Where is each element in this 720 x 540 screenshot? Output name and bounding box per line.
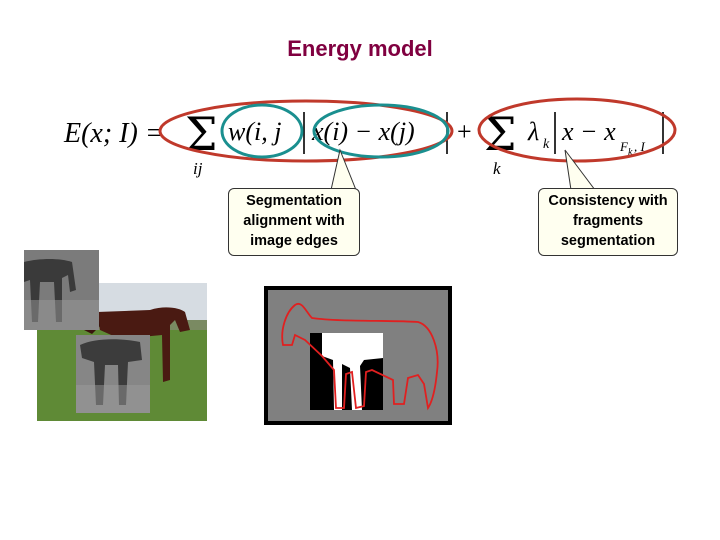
lambda-symbol: λ <box>527 117 539 146</box>
lambda-subscript: k <box>543 137 550 152</box>
fragment-subscript-tail: , I <box>634 139 646 154</box>
callout-fragment-consistency: Consistency with fragments segmentation <box>538 188 678 256</box>
fragment-term-ellipse <box>477 97 677 163</box>
callout-left-line-2: alignment with <box>243 213 345 229</box>
pair-difference: x(i) − x(j) <box>311 117 415 146</box>
callout-right-line-2: fragments <box>572 213 644 229</box>
fragment-term: x − x <box>561 117 616 146</box>
pairwise-term-ellipse <box>158 99 454 163</box>
sum-2-subscript: k <box>493 159 501 178</box>
fragment-patch-1 <box>24 250 99 330</box>
sum-1-subscript: ij <box>193 159 203 178</box>
fragment-patch-2 <box>76 335 150 413</box>
callout-left-line-1: Segmentation <box>246 193 342 209</box>
fragment-subscript: F <box>619 139 629 154</box>
fragment-subsubscript: k <box>628 147 633 158</box>
weight-ellipse <box>220 103 304 159</box>
horse-contour <box>281 302 439 411</box>
pair-weight: w(i, j <box>228 117 281 146</box>
difference-ellipse <box>312 103 450 159</box>
plus-sign: + <box>457 117 472 146</box>
equation-lhs: E(x; I) = <box>63 118 164 149</box>
page-title: Energy model <box>287 36 433 61</box>
callout-edge-alignment: Segmentation alignment with image edges <box>228 188 360 256</box>
segmentation-result <box>264 286 452 425</box>
callout-left-line-3: image edges <box>250 233 338 249</box>
callout-right-line-3: segmentation <box>560 233 656 249</box>
right-callout-pointer <box>564 149 596 191</box>
callout-right-line-1: Consistency with <box>548 193 668 209</box>
